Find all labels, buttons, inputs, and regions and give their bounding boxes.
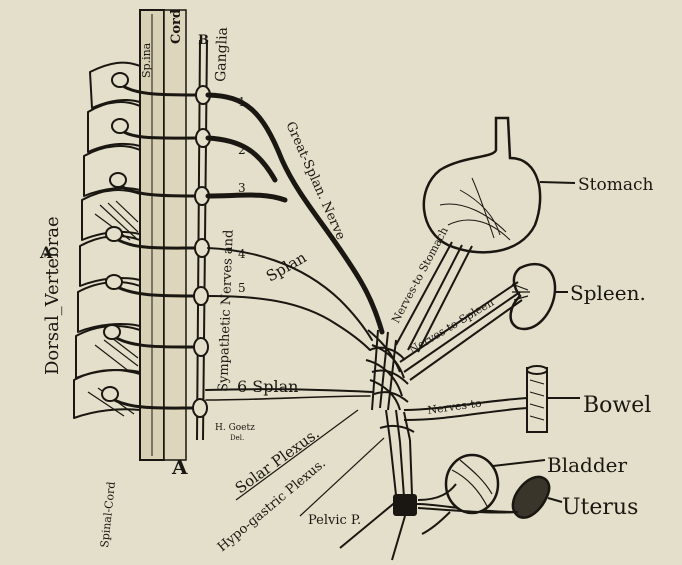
cord-top-label: Cord (169, 9, 184, 44)
spleen-label: Spleen. (570, 281, 646, 305)
pelvic-p-label: Pelvic P. (308, 513, 361, 528)
solar-plexus-label: Solar Plexus. (232, 424, 323, 497)
ganglion (195, 239, 209, 257)
nerve-number-2: 2 (238, 143, 246, 157)
ganglion (193, 399, 207, 417)
hypogastric-plexus (380, 410, 414, 497)
sympathetic-nerves-label: Sympathetic Nerves and (216, 229, 237, 392)
stomach-label: Stomach (578, 175, 653, 195)
vertebral-column (74, 63, 140, 418)
solar-plexus (366, 330, 408, 410)
uterus-label: Uterus (562, 495, 638, 520)
splan-small-label: Splan (263, 248, 310, 285)
ganglia-label: Ganglia (213, 27, 231, 82)
sympathetic-chain (193, 40, 210, 440)
six-splan-label: 6 Splan (237, 377, 298, 396)
nerves-to-stomach-label: Nerves-to Stomach (389, 225, 451, 325)
bladder-label: Bladder (547, 453, 627, 477)
letter-a-upper: A (39, 243, 53, 262)
ganglion (194, 338, 208, 356)
artist-sub-label: Del. (230, 434, 244, 442)
pelvic-plexus (340, 494, 520, 560)
spinal-cord-label: Spinal-Cord (98, 481, 118, 548)
nerve-number-5: 5 (238, 281, 246, 295)
letter-b: B (198, 33, 209, 48)
spleen (511, 264, 568, 329)
ganglion (194, 287, 208, 305)
letter-a-lower: A (171, 455, 188, 479)
bowel (527, 366, 580, 432)
nerve-number-1: 1 (238, 95, 246, 109)
nerve-number-3: 3 (238, 181, 246, 195)
artist-label: H. Goetz (215, 423, 255, 433)
dorsal-vertebrae-label: Dorsal_Vertebrae (42, 216, 63, 375)
bowel-label: Bowel (583, 393, 651, 418)
nerve-number-4: 4 (238, 247, 246, 261)
spinal-cord-top-label: Sp.ina (140, 42, 153, 78)
